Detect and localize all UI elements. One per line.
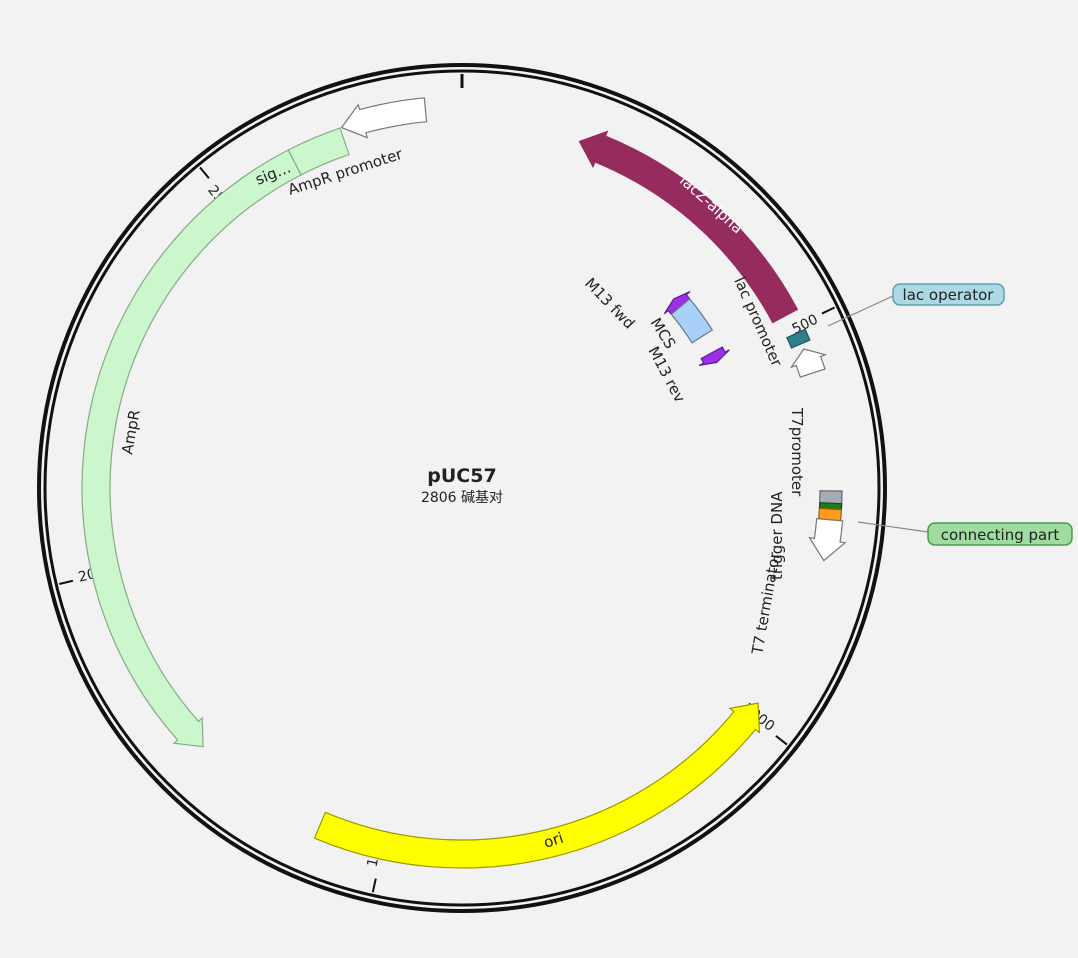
backbone-ring bbox=[37, 63, 887, 913]
feature-ampr[interactable] bbox=[81, 149, 302, 748]
plasmid-length: 2806 碱基对 bbox=[421, 489, 503, 506]
feature-amprprom[interactable] bbox=[340, 97, 428, 139]
lac-operator-callout-label: lac operator bbox=[903, 286, 995, 304]
feature-ori[interactable] bbox=[313, 702, 761, 869]
ori-label: ori bbox=[541, 829, 565, 852]
feature-m13rev[interactable] bbox=[698, 346, 730, 366]
feature-mcs[interactable] bbox=[670, 298, 714, 344]
features bbox=[81, 97, 847, 869]
lac-operator-leader bbox=[827, 295, 894, 327]
tick-1000 bbox=[775, 735, 788, 746]
feature-t7term[interactable] bbox=[808, 518, 847, 562]
ampr-label: AmpR bbox=[118, 408, 144, 455]
plasmid-name: pUC57 bbox=[427, 465, 496, 487]
tick-2500 bbox=[199, 166, 210, 179]
t7-terminator-label: T7 terminator bbox=[748, 550, 784, 657]
feature-sig[interactable] bbox=[287, 127, 350, 176]
connecting-part-leader bbox=[857, 521, 929, 533]
connecting-part-callout-label: connecting part bbox=[941, 526, 1060, 544]
feature-t7prom[interactable] bbox=[819, 490, 843, 505]
t7promoter-label: T7promoter bbox=[788, 407, 806, 497]
tick-500 bbox=[821, 306, 836, 315]
trigger-dna-label: trigger DNA bbox=[768, 491, 786, 580]
feature-lacprom[interactable] bbox=[789, 348, 828, 378]
feature-lacop[interactable] bbox=[786, 328, 811, 349]
m13-rev-label: M13 rev bbox=[644, 343, 688, 405]
tick-1500 bbox=[371, 878, 377, 893]
feature-lacZ[interactable] bbox=[578, 130, 799, 324]
lac-operator-callout[interactable]: lac operator bbox=[892, 283, 1005, 306]
connecting-part-callout[interactable]: connecting part bbox=[927, 522, 1073, 546]
tick-2000 bbox=[59, 579, 74, 585]
m13-fwd-label: M13 fwd bbox=[581, 274, 638, 332]
